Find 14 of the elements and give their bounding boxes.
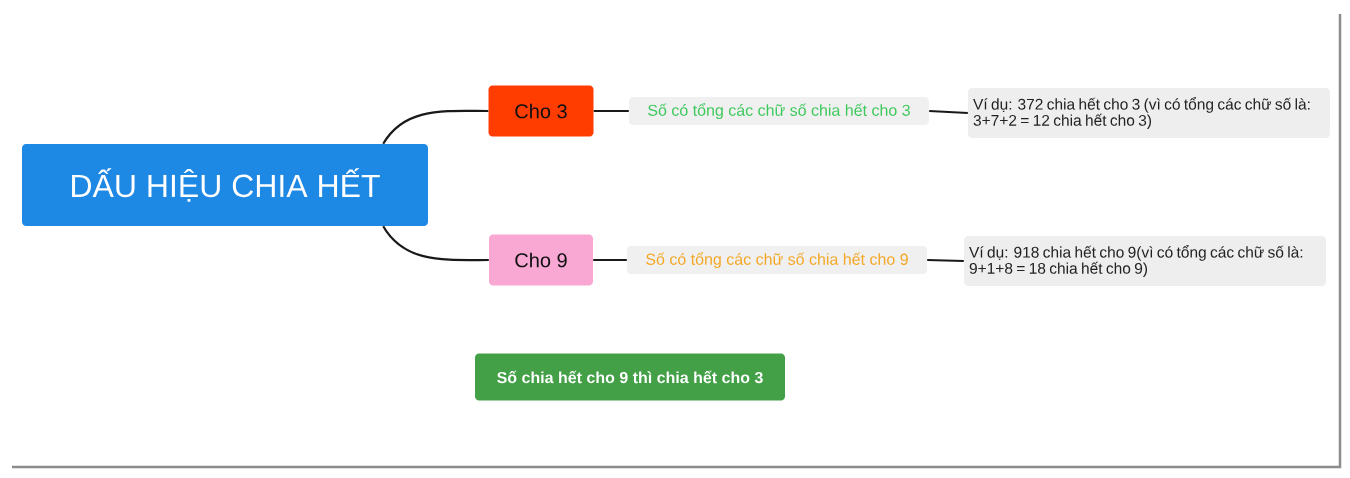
rule-text: Số có tổng các chữ số chia hết cho 3 <box>629 97 929 125</box>
example-text: Ví dụ: 918 chia hết cho 9(vì có tổng các chữ số là: 9+1+8 = 18 chia hết cho 9) <box>964 236 1326 286</box>
connector-line <box>929 109 968 115</box>
connector-line <box>593 109 629 113</box>
root-box: DẤU HIỆU CHIA HẾT <box>22 144 428 226</box>
example-text: Ví dụ: 372 chia hết cho 3 (vì có tổng các chữ số là: 3+7+2 = 12 chia hết cho 3) <box>968 88 1330 138</box>
rule-text: Số có tổng các chữ số chia hết cho 9 <box>627 246 927 274</box>
connector-line <box>382 109 489 145</box>
topic-box: Cho 3 <box>488 85 594 137</box>
connector-line <box>382 225 489 262</box>
note-box: Số chia hết cho 9 thì chia hết cho 3 <box>475 353 785 401</box>
connector-line <box>593 258 627 262</box>
connector-line <box>927 258 964 263</box>
topic-box: Cho 9 <box>489 234 593 286</box>
